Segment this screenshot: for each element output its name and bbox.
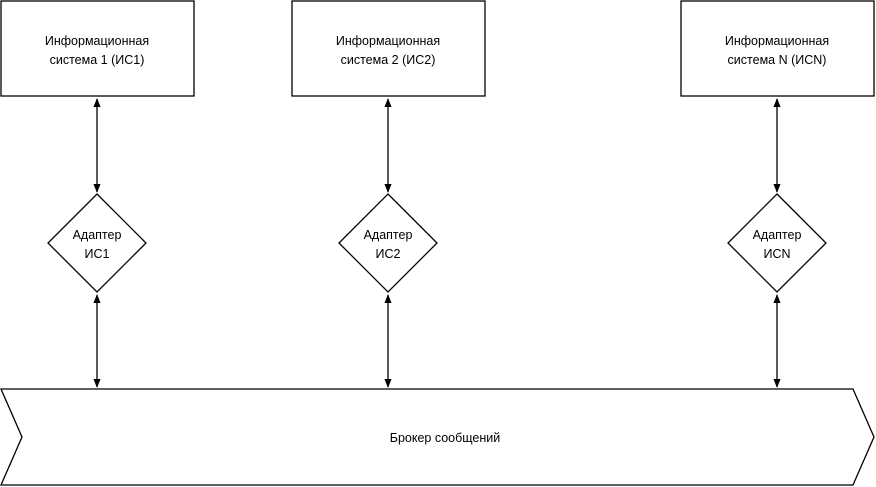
- adapter-label-1-line1: Адаптер: [73, 228, 122, 242]
- adapter-diamond-2: Адаптер ИС2: [338, 193, 438, 293]
- adapter-label-2-line1: Адаптер: [364, 228, 413, 242]
- system-label-1-line2: система 1 (ИС1): [50, 53, 145, 67]
- system-label-n-line1: Информационная: [725, 34, 829, 48]
- system-box-2: Информационная система 2 (ИС2): [291, 0, 486, 97]
- adapter-label-n-line2: ИСN: [763, 247, 790, 261]
- broker-label: Брокер сообщений: [390, 431, 501, 445]
- system-box-n: Информационная система N (ИСN): [680, 0, 875, 97]
- system-label-1-line1: Информационная: [45, 34, 149, 48]
- system-label-2-line2: система 2 (ИС2): [341, 53, 436, 67]
- system-label-n-line2: система N (ИСN): [728, 53, 827, 67]
- adapter-label-1-line2: ИС1: [85, 247, 110, 261]
- adapter-label-n-line1: Адаптер: [753, 228, 802, 242]
- system-box-1: Информационная система 1 (ИС1): [0, 0, 195, 97]
- message-broker: Брокер сообщений: [0, 388, 875, 486]
- adapter-diamond-1: Адаптер ИС1: [47, 193, 147, 293]
- adapter-diamond-n: Адаптер ИСN: [727, 193, 827, 293]
- adapter-label-2-line2: ИС2: [376, 247, 401, 261]
- system-label-2-line1: Информационная: [336, 34, 440, 48]
